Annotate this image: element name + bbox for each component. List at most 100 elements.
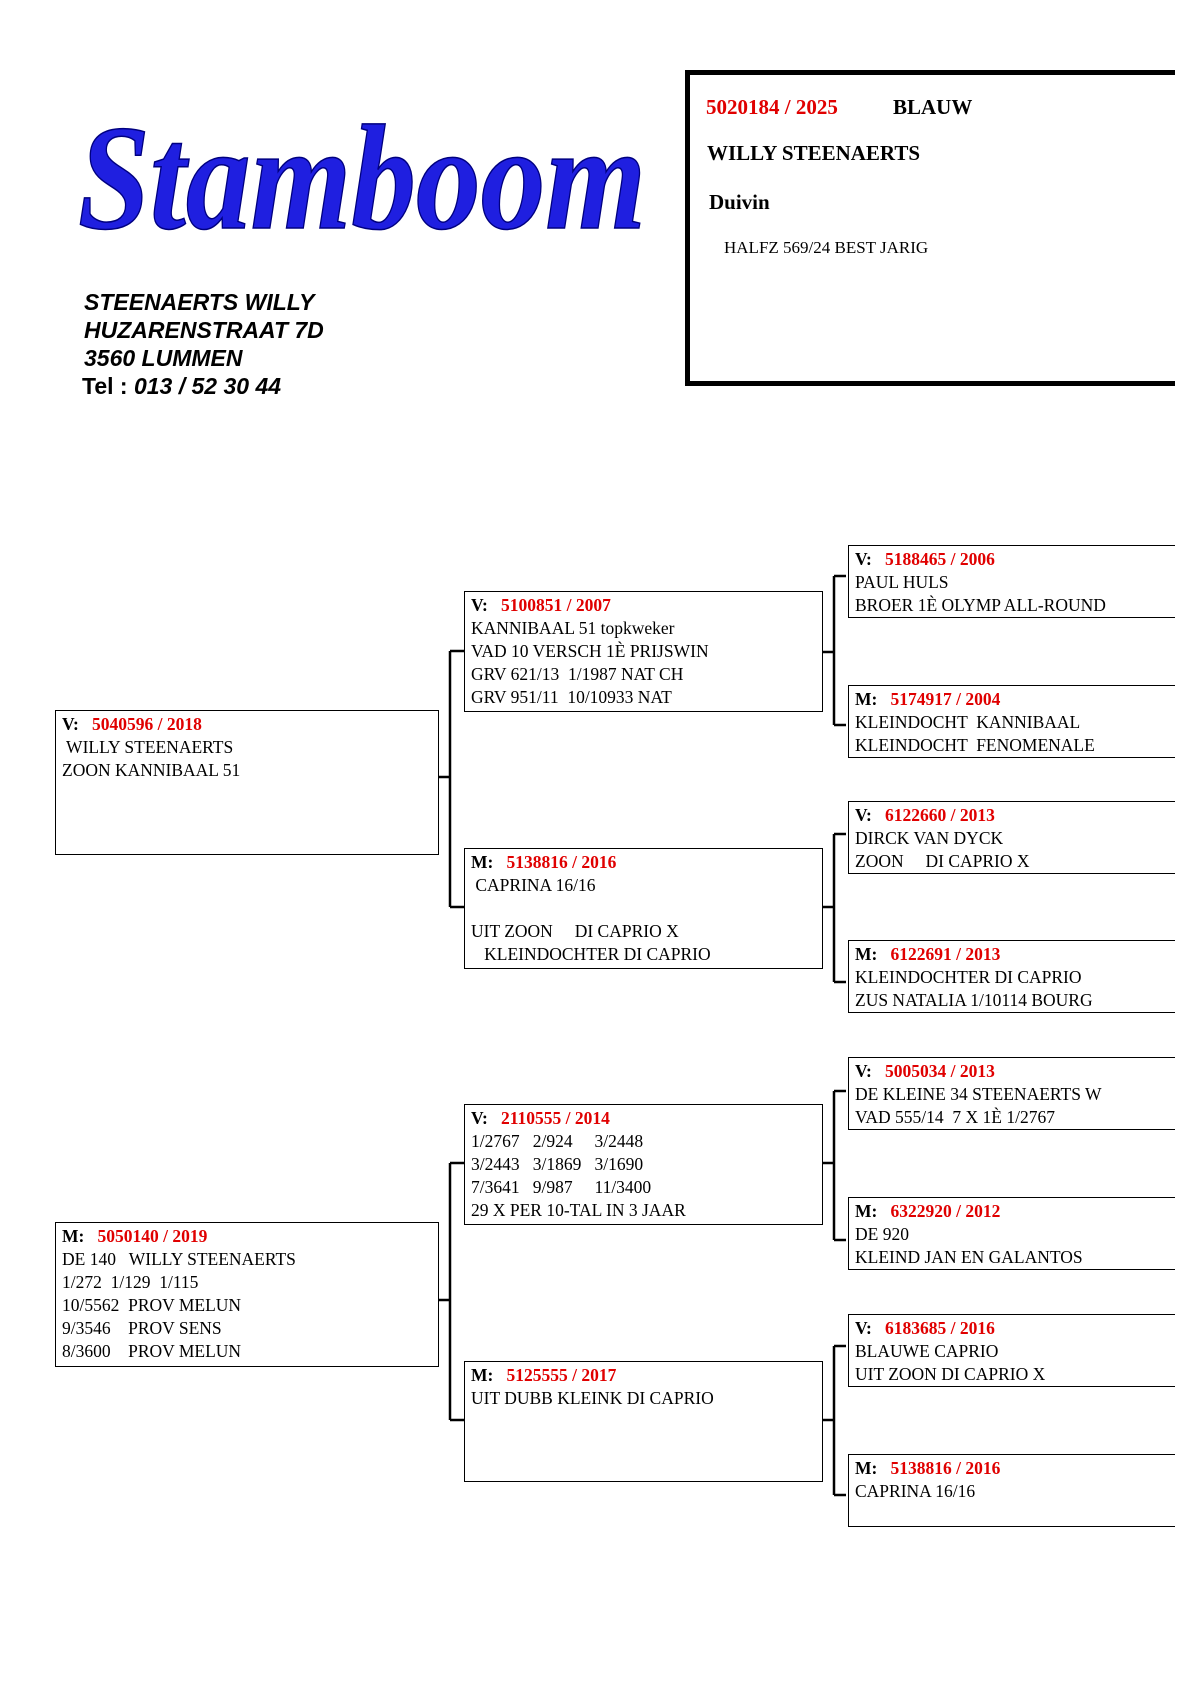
card-line: BLAUWE CAPRIO [855,1341,999,1361]
card-header: V: 2110555 / 2014 [471,1107,822,1130]
parent-tag: M: [855,1201,878,1221]
pigeon-sex: Duivin [709,190,770,214]
ring-number: 5125555 / 2017 [506,1365,617,1385]
card-line: WILLY STEENAERTS [62,737,234,757]
card-header: M: 6322920 / 2012 [855,1200,1175,1223]
owner-name: STEENAERTS WILLY [84,289,315,315]
card-line: KLEINDOCHT FENOMENALE [855,735,1095,755]
card-line: VAD 555/14 7 X 1È 1/2767 [855,1107,1055,1127]
card-line [471,897,822,920]
card-line: 29 X PER 10-TAL IN 3 JAAR [471,1200,686,1220]
parent-tag: M: [471,1365,494,1385]
card-father-mother: M: 5138816 / 2016 CAPRINA 16/16 UIT ZOON… [464,848,823,969]
card-header: M: 5125555 / 2017 [471,1364,822,1387]
ring-number: 5040596 / 2018 [91,714,202,734]
card-line: ZUS NATALIA 1/10114 BOURG [855,990,1093,1010]
card-header: M: 5138816 / 2016 [471,851,822,874]
ring-number: 6322920 / 2012 [890,1201,1001,1221]
card-line: ZOON KANNIBAAL 51 [62,760,241,780]
ring-number: 5138816 / 2016 [890,1458,1001,1478]
card-line: 1/272 1/129 1/115 [62,1272,199,1292]
card-header: M: 5174917 / 2004 [855,688,1175,711]
ring-number: 5188465 / 2006 [884,549,995,569]
card-line: UIT ZOON DI CAPRIO X [471,921,679,941]
card-line: 10/5562 PROV MELUN [62,1295,242,1315]
card-header: V: 5040596 / 2018 [62,713,438,736]
owner-phone: Tel : 013 / 52 30 44 [82,372,324,400]
logo: Stamboom [72,78,652,262]
owner-address: STEENAERTS WILLY HUZARENSTRAAT 7D 3560 L… [82,288,324,400]
pigeon-info-box: 5020184 / 2025 BLAUW WILLY STEENAERTS Du… [685,70,1175,386]
card-line: BROER 1È OLYMP ALL-ROUND [855,595,1106,615]
card-header: M: 5138816 / 2016 [855,1457,1175,1480]
ring-number: 5050140 / 2019 [97,1226,208,1246]
card-line: VAD 10 VERSCH 1È PRIJSWIN [471,641,709,661]
parent-tag: V: [471,1108,488,1128]
pigeon-breeder: WILLY STEENAERTS [707,141,921,165]
card-header: V: 5005034 / 2013 [855,1060,1175,1083]
pigeon-note: HALFZ 569/24 BEST JARIG [724,238,929,257]
ring-number: 5174917 / 2004 [890,689,1001,709]
pigeon-color: BLAUW [893,95,973,119]
card-line: 1/2767 2/924 3/2448 [471,1131,644,1151]
parent-tag: M: [62,1226,85,1246]
phone-prefix: Tel : [82,373,128,399]
ring-number: 5100851 / 2007 [500,595,611,615]
ring-number: 2110555 / 2014 [500,1108,610,1128]
card-line: KLEINDOCHT KANNIBAAL [855,712,1081,732]
parent-tag: V: [855,1061,872,1081]
parent-tag: V: [855,1318,872,1338]
connector-mother-bracket [438,1161,464,1422]
card-line: PAUL HULS [855,572,949,592]
owner-street: HUZARENSTRAAT 7D [84,317,324,343]
card-line: UIT ZOON DI CAPRIO X [855,1364,1046,1384]
card-father: V: 5040596 / 2018 WILLY STEENAERTS ZOON K… [55,710,439,855]
pigeon-ring-number: 5020184 / 2025 [706,95,838,119]
card-line: 9/3546 PROV SENS [62,1318,222,1338]
parent-tag: V: [471,595,488,615]
card-line: 7/3641 9/987 11/3400 [471,1177,652,1197]
card-header: V: 6183685 / 2016 [855,1317,1175,1340]
card-header: M: 6122691 / 2013 [855,943,1175,966]
ring-number: 5138816 / 2016 [506,852,617,872]
ring-number: 5005034 / 2013 [884,1061,995,1081]
phone-number: 013 / 52 30 44 [133,373,282,399]
ring-number: 6183685 / 2016 [884,1318,995,1338]
card-line: UIT DUBB KLEINK DI CAPRIO [471,1388,714,1408]
owner-city: 3560 LUMMEN [84,345,243,371]
card-header: V: 6122660 / 2013 [855,804,1175,827]
card-line: 3/2443 3/1869 3/1690 [471,1154,644,1174]
card-line: 8/3600 PROV MELUN [62,1341,242,1361]
card-line: GRV 951/11 10/10933 NAT [471,687,672,707]
connector-mf-bracket [822,1089,846,1242]
card-header: V: 5100851 / 2007 [471,594,822,617]
card-line: GRV 621/13 1/1987 NAT CH [471,664,684,684]
connector-fm-bracket [822,832,846,984]
parent-tag: M: [855,1458,878,1478]
card-line: KLEIND JAN EN GALANTOS [855,1247,1083,1267]
card-line: CAPRINA 16/16 [855,1481,976,1501]
card-line: DE KLEINE 34 STEENAERTS W [855,1084,1102,1104]
connector-father-bracket [438,649,464,909]
card-line: CAPRINA 16/16 [471,875,596,895]
logo-text: Stamboom [78,95,646,261]
card-line: KLEINDOCHTER DI CAPRIO [855,967,1082,987]
connector-ff-bracket [822,574,846,727]
card-line: DE 920 [855,1224,909,1244]
ring-number: 6122691 / 2013 [890,944,1001,964]
logo-svg: Stamboom [77,94,647,262]
card-line: KANNIBAAL 51 topkweker [471,618,675,638]
card-header: V: 5188465 / 2006 [855,548,1175,571]
